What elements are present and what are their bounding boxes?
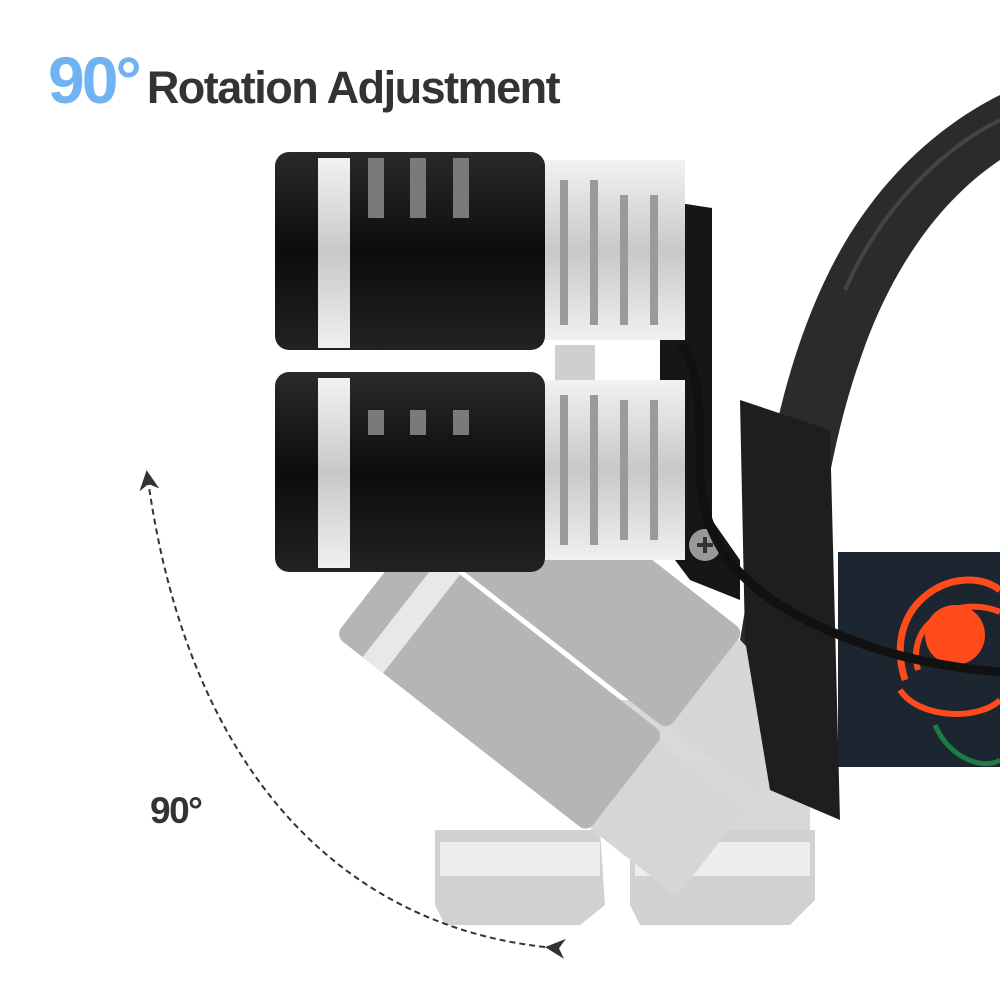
power-cable (676, 341, 1000, 677)
headline-angle: 90° (48, 43, 142, 117)
rotation-angle-label: 90° (150, 790, 203, 831)
headline-title: Rotation Adjustment (146, 62, 561, 113)
lamp-hinge (555, 345, 595, 380)
headline: 90° Rotation Adjustment (48, 42, 561, 118)
lamp-head-upper (275, 152, 685, 350)
lamp-head-lower (275, 372, 685, 572)
